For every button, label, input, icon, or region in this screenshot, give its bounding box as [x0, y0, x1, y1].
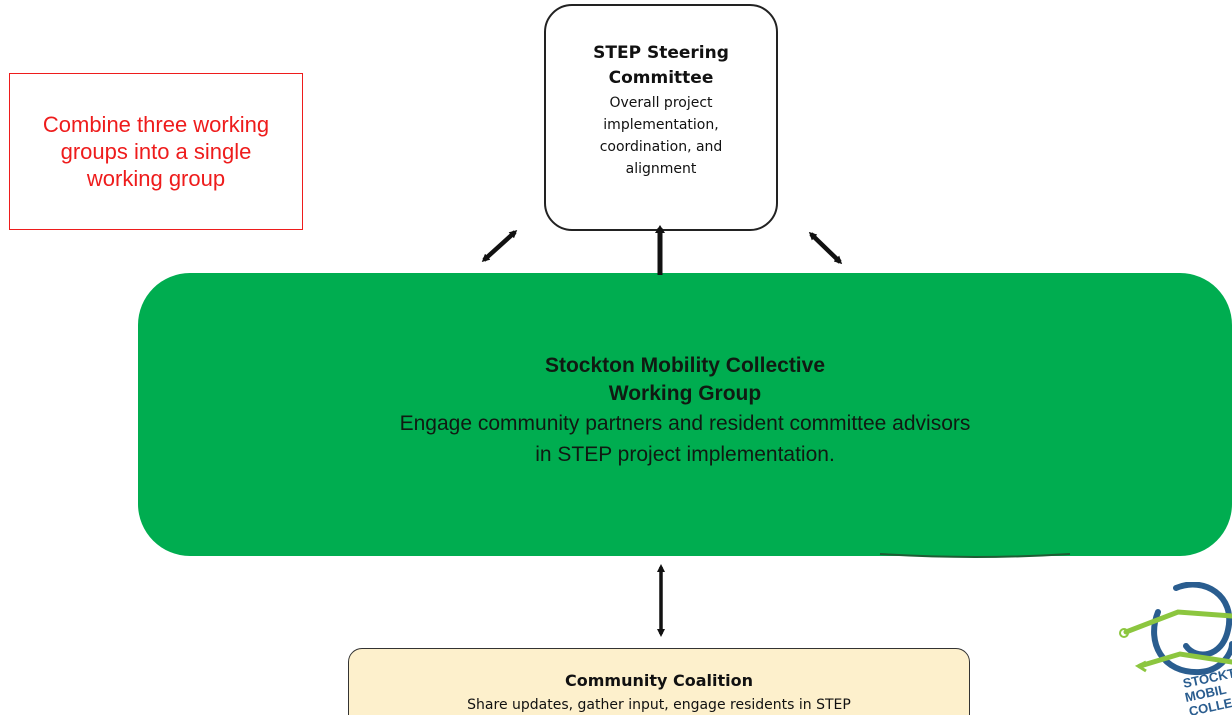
- right-diagonal-arrow: [808, 231, 843, 265]
- community-coalition-title: Community Coalition: [564, 671, 753, 690]
- left-diagonal-arrow: [481, 229, 518, 263]
- working-group-title-line2: Working Group: [608, 382, 762, 405]
- stockton-mobility-collective-logo: STOCKT MOBIL COLLEC: [1119, 582, 1232, 715]
- steering-committee-box: STEP Steering Committee Overall project …: [544, 4, 778, 231]
- community-coalition-description: Share updates, gather input, engage resi…: [467, 697, 851, 713]
- note-box: Combine three working groups into a sing…: [9, 73, 303, 230]
- working-group-box: [138, 273, 1232, 556]
- steering-committee-title: STEP Steering Committee: [593, 43, 729, 88]
- note-text: Combine three working groups into a sing…: [42, 112, 270, 191]
- steering-committee-description: Overall project implementation, coordina…: [599, 95, 723, 177]
- working-group-title-line1: Stockton Mobility Collective: [544, 354, 826, 377]
- community-coalition-box: Community Coalition Share updates, gathe…: [348, 648, 970, 715]
- working-group-desc-line2: in STEP project implementation.: [535, 443, 835, 466]
- working-group-content: Stockton Mobility Collective Working Gro…: [138, 352, 1232, 470]
- working-group-desc-line1: Engage community partners and resident c…: [399, 412, 971, 435]
